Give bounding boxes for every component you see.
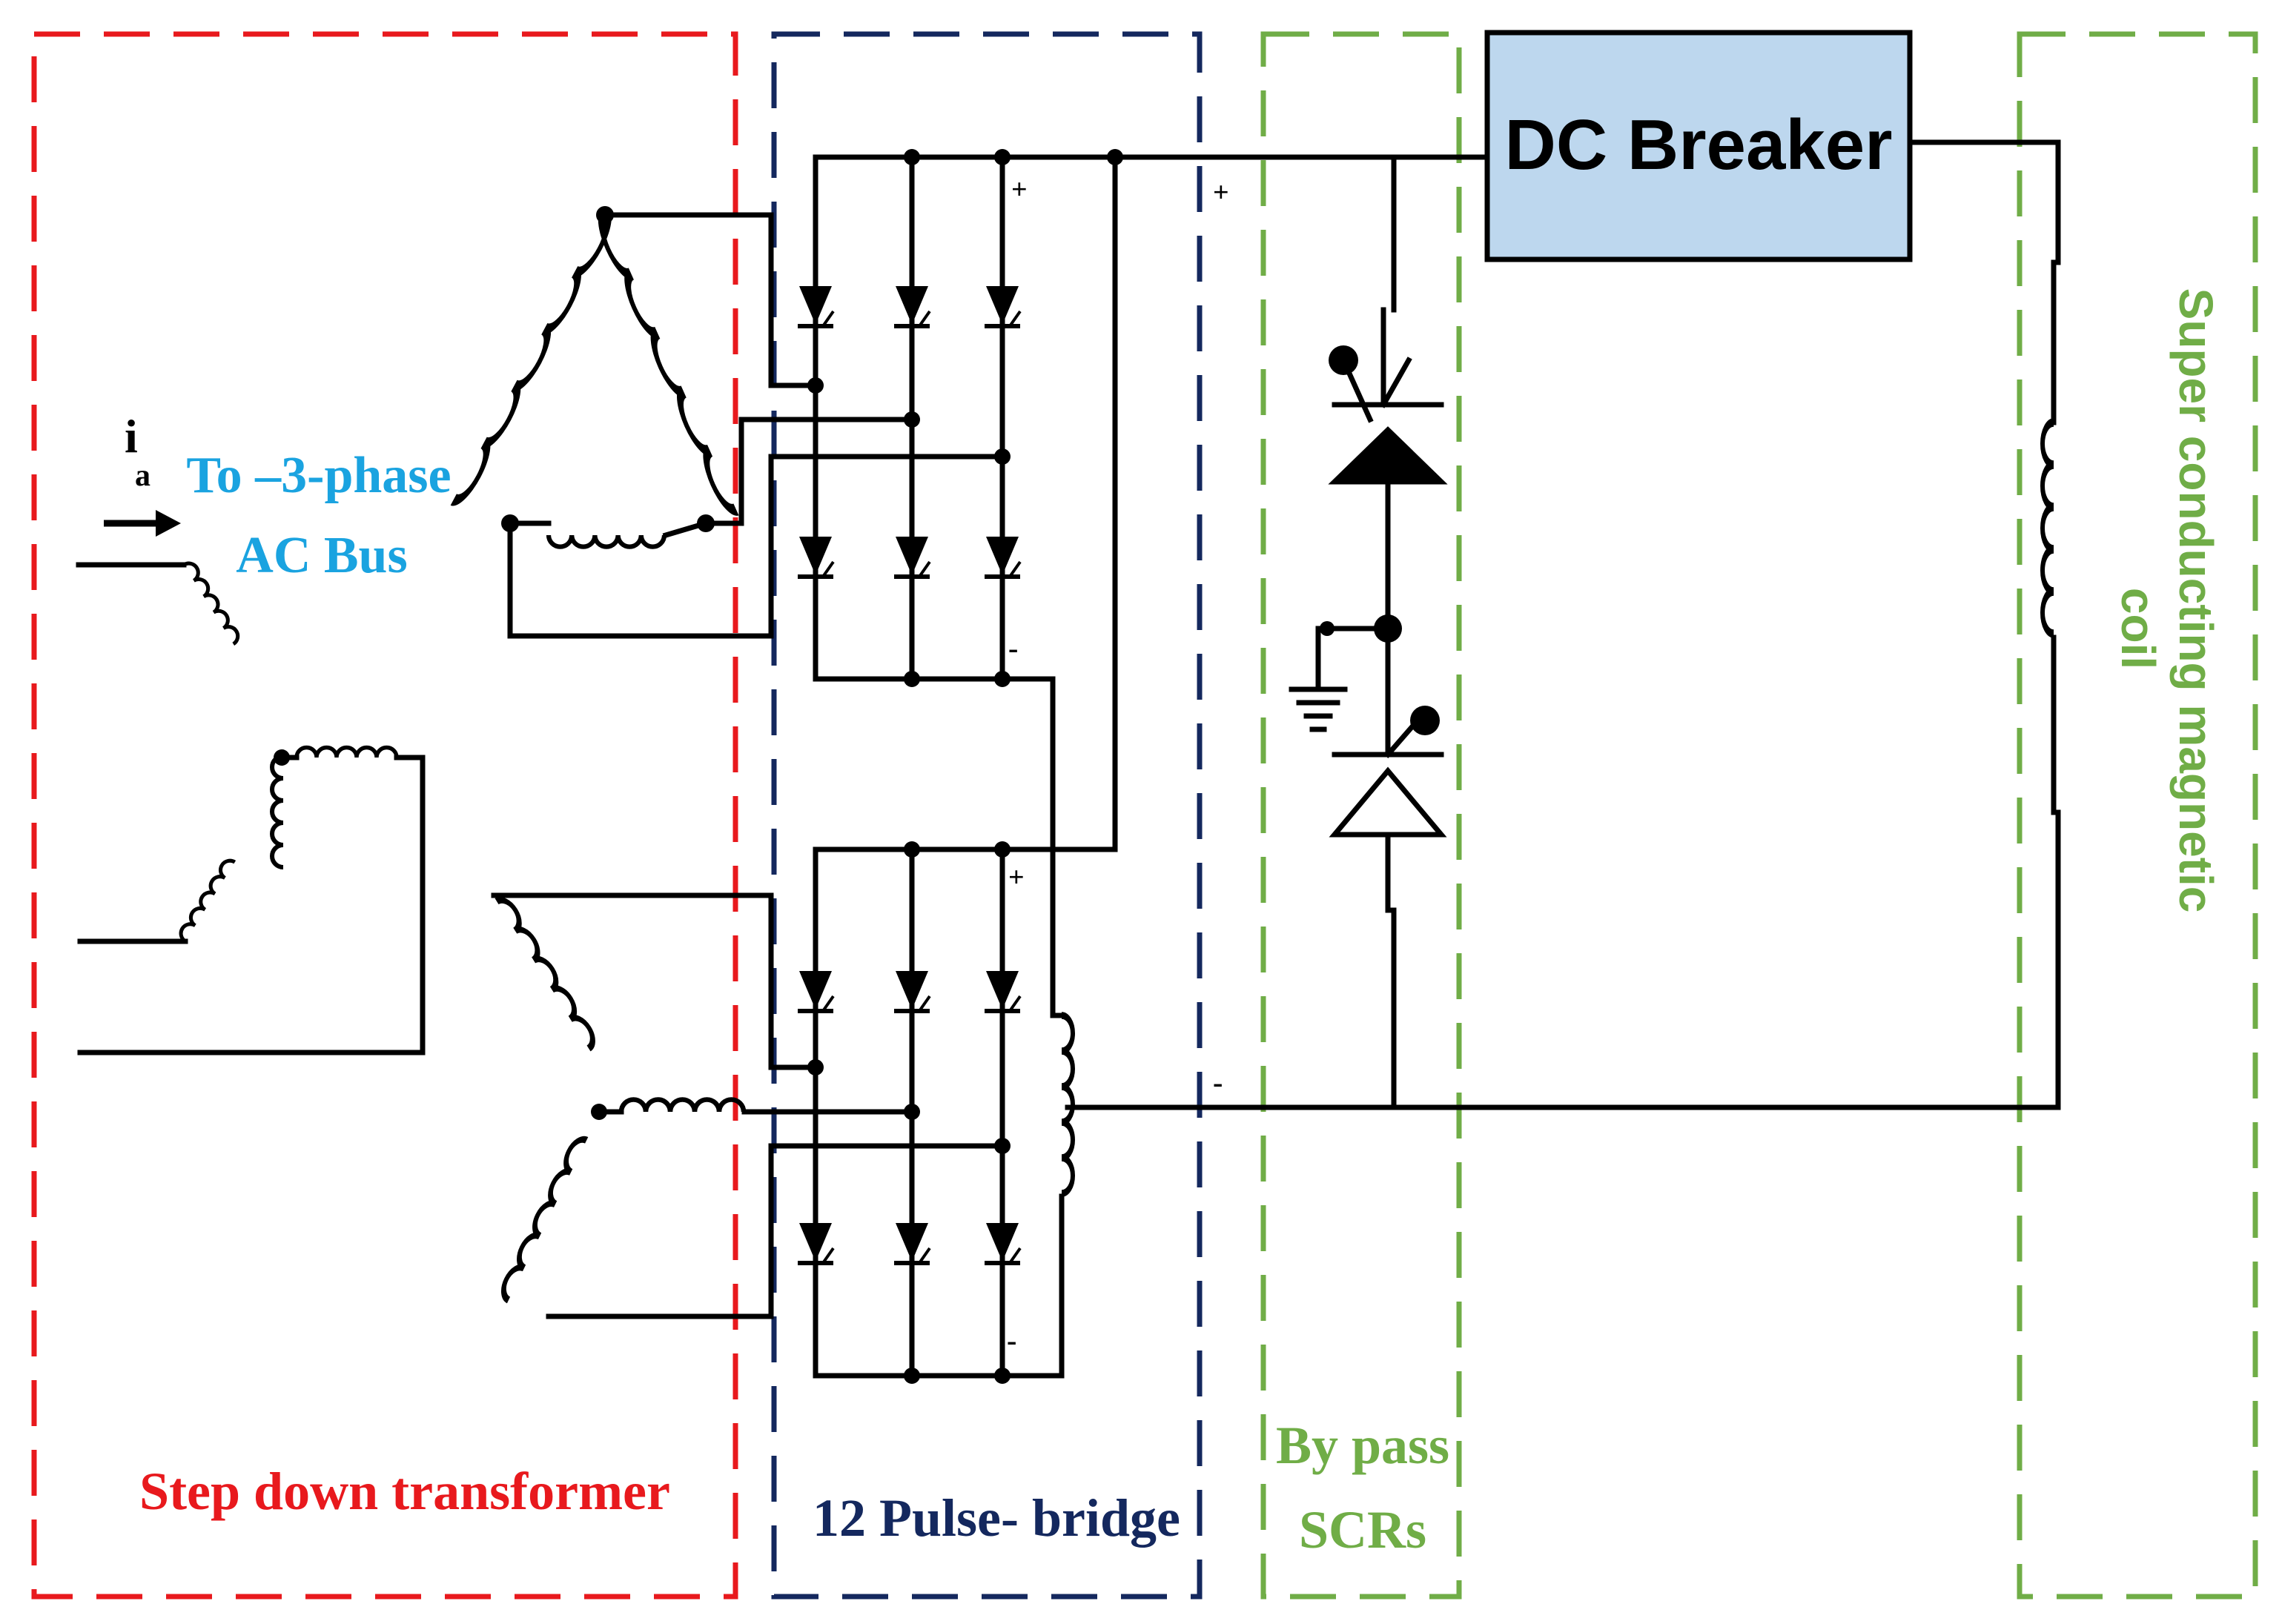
plus-sign-upper-bridge: +: [1011, 174, 1028, 205]
dc-breaker-box: [1484, 30, 1913, 262]
current-symbol: i: [125, 410, 138, 463]
secondary-wye-winding: [491, 895, 1005, 1319]
current-subscript: a: [135, 459, 151, 493]
lower-six-pulse-bridge: [798, 841, 1118, 1384]
upper-six-pulse-bridge: [798, 149, 1263, 687]
secondary-delta-winding: [454, 206, 1005, 639]
transformer-section-label: Step down transformer: [139, 1462, 670, 1521]
coil-section-label-line1: Super conducting magnetic: [2169, 288, 2223, 913]
bypass-section-box: [1260, 31, 1462, 1600]
superconducting-coil: [2043, 139, 2061, 1110]
bridge-section-box: [771, 31, 1203, 1600]
ac-bus-label-line2: AC Bus: [236, 527, 407, 584]
dc-breaker-label: DC Breaker: [1505, 105, 1893, 185]
minus-sign-upper-bridge: -: [1008, 632, 1018, 665]
current-arrow: [104, 510, 181, 537]
coil-section-box: [2017, 31, 2258, 1600]
bypass-scr-branch: [1289, 154, 1448, 1110]
plus-sign-lower-bridge: +: [1008, 862, 1025, 893]
bypass-section-label-line1: By pass: [1276, 1416, 1449, 1475]
primary-wye-winding: [76, 560, 426, 1055]
minus-sign-dc-output: -: [1213, 1066, 1223, 1099]
bridge-interconnect: [1050, 154, 1263, 1379]
transformer-section-box: [31, 31, 738, 1600]
bridge-section-label: 12 Pulse- bridge: [813, 1488, 1180, 1548]
plus-sign-dc-output: +: [1213, 177, 1229, 208]
coil-section-label-line2: coil: [2111, 588, 2165, 669]
ac-bus-label-line1: To –3-phase: [186, 447, 451, 504]
bypass-section-label-line2: SCRs: [1299, 1500, 1426, 1560]
minus-sign-lower-bridge: -: [1007, 1324, 1016, 1357]
